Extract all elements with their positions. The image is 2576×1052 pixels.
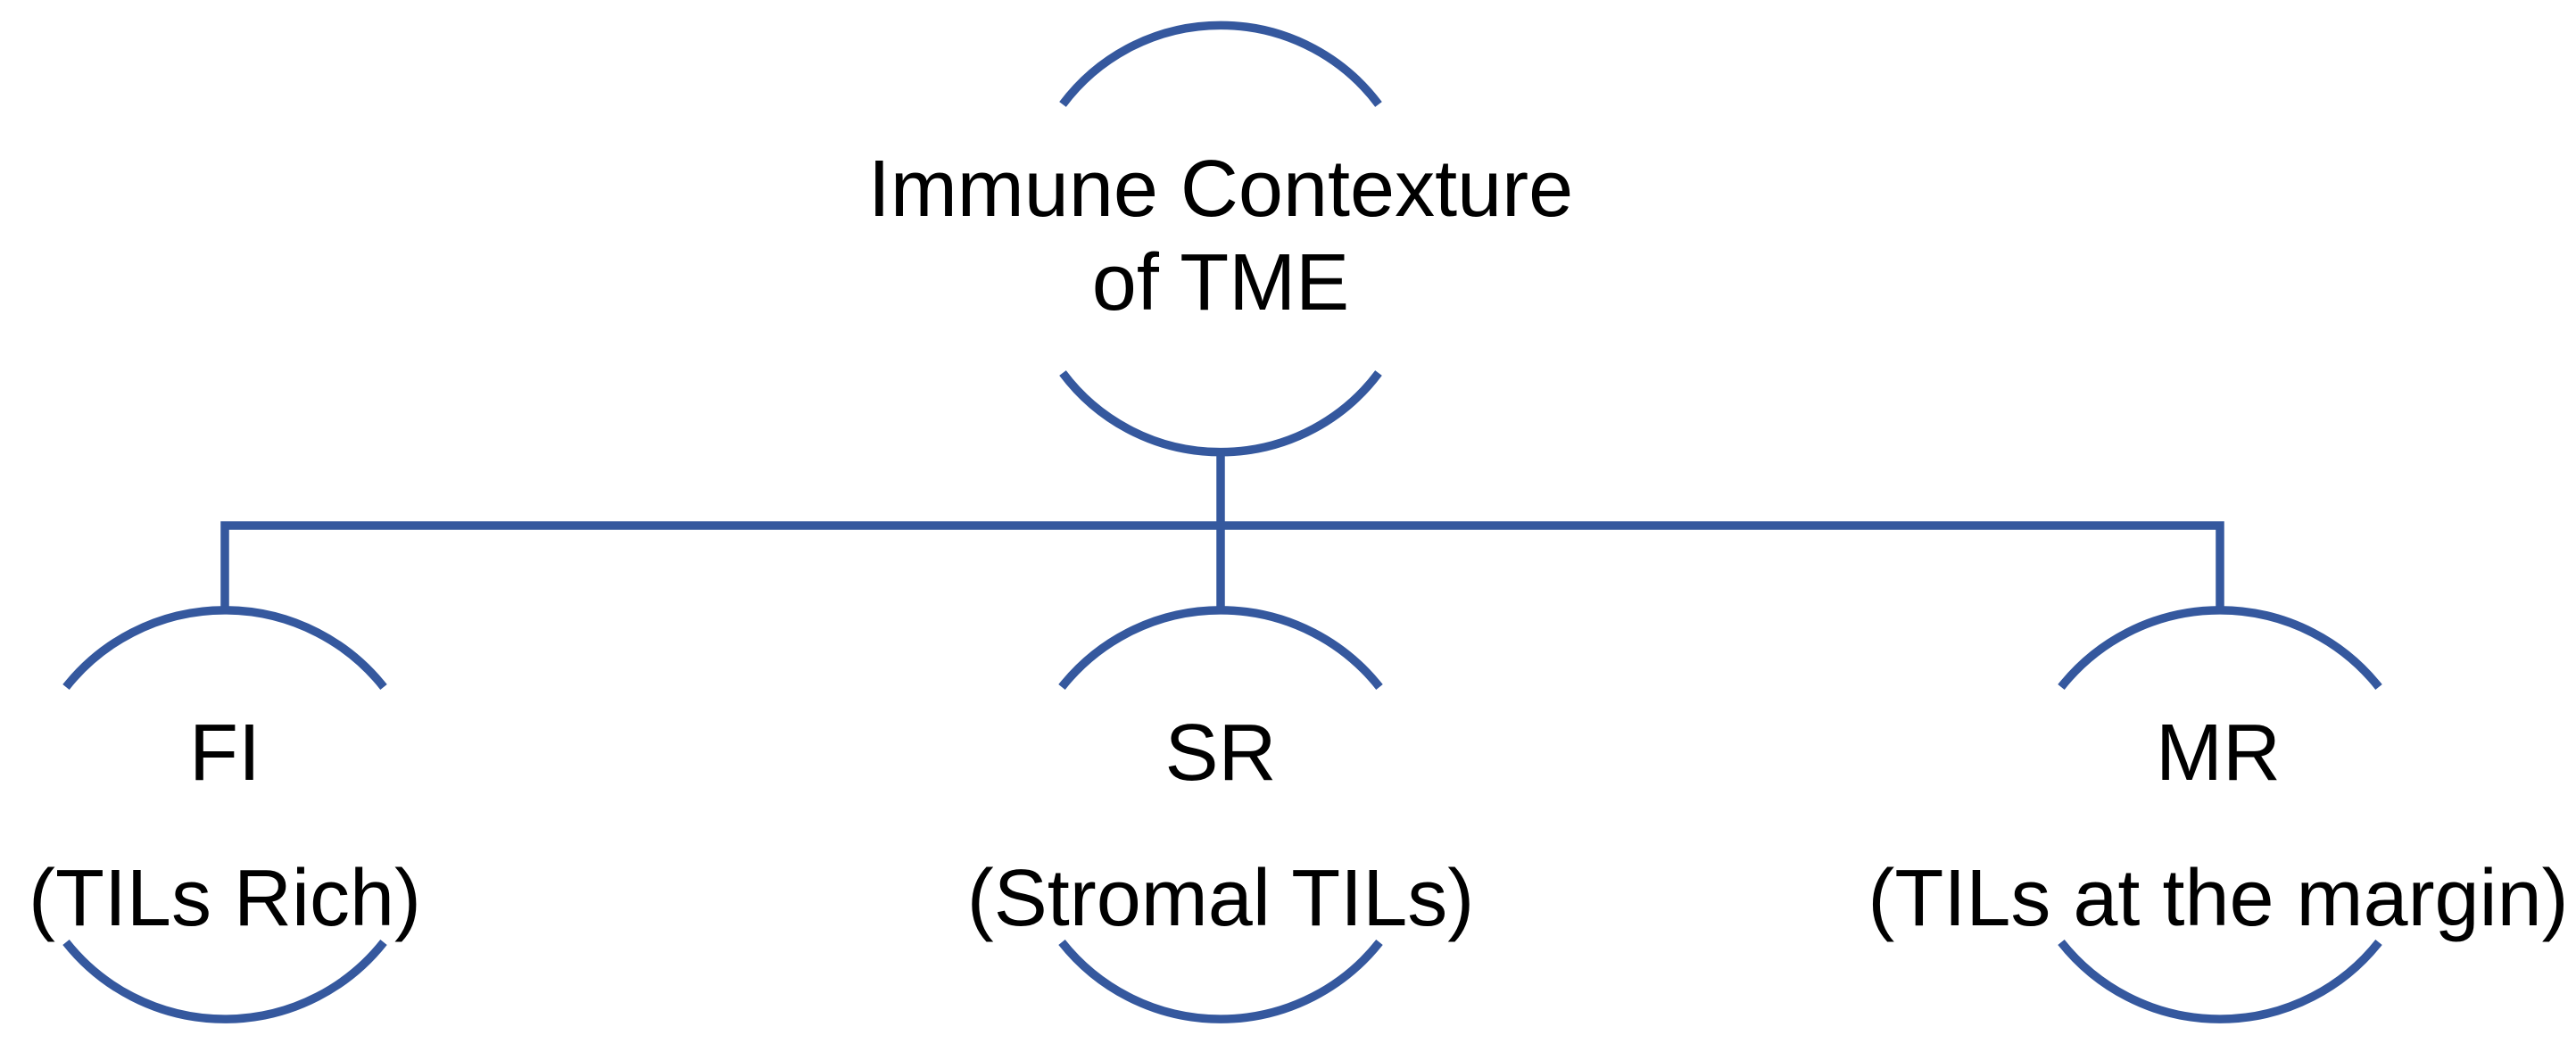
- root-node-label-line1: Immune Contexture: [867, 145, 1574, 234]
- child-fi-description: (TILs Rich): [28, 854, 422, 943]
- child-mr-top-arc: [2058, 606, 2382, 690]
- child-sr-abbreviation: SR: [1164, 708, 1277, 798]
- child-mr-abbreviation: MR: [2156, 708, 2281, 798]
- root-node-bottom-arc: [1059, 370, 1382, 457]
- child-fi-abbreviation: FI: [189, 708, 261, 798]
- child-sr-top-arc: [1058, 606, 1383, 690]
- child-mr-description: (TILs at the margin): [1868, 854, 2569, 943]
- root-node-top-arc: [1059, 21, 1382, 107]
- root-node-label-line2: of TME: [1091, 238, 1350, 327]
- child-fi-top-arc: [62, 606, 387, 690]
- child-mr-bottom-arc: [2058, 940, 2382, 1023]
- child-sr-bottom-arc: [1058, 940, 1383, 1023]
- child-fi-bottom-arc: [62, 940, 387, 1023]
- child-sr-description: (Stromal TILs): [966, 854, 1475, 943]
- connector-rail-and-side-stems: [220, 521, 2224, 612]
